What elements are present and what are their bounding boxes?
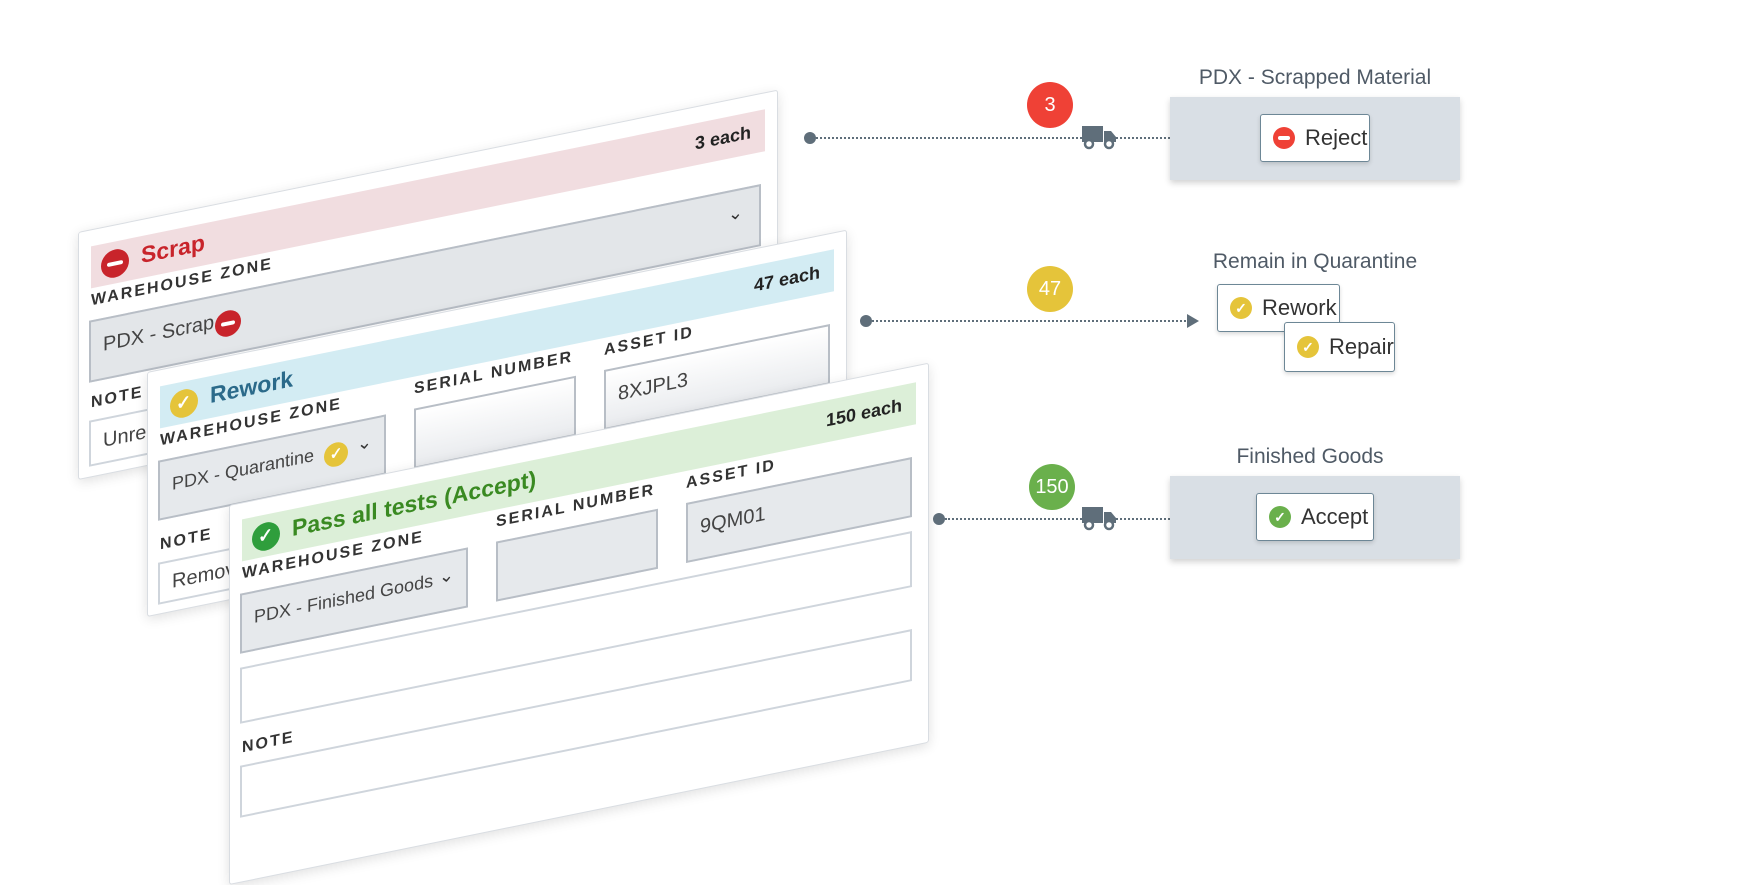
note-value: Remov <box>172 558 236 593</box>
repair-chip[interactable]: ✓ Repair <box>1284 322 1395 372</box>
verified-badge-icon: ✓ <box>1230 297 1252 319</box>
verified-badge-icon: ✓ <box>170 386 198 421</box>
accept-chip-label: Accept <box>1301 504 1369 529</box>
scrap-quantity: 3 each <box>694 122 751 154</box>
scrap-icon <box>101 246 129 281</box>
rework-flow-start-dot <box>860 315 872 327</box>
truck-icon <box>1082 507 1116 531</box>
note-label: NOTE <box>242 728 295 757</box>
rework-chip-label: Rework <box>1262 295 1337 320</box>
rework-count-badge: 47 <box>1027 266 1073 312</box>
reject-label: Reject <box>1305 125 1368 150</box>
scrap-title: Scrap <box>141 229 205 269</box>
scrapped-material-title: PDX - Scrapped Material <box>1198 66 1432 89</box>
arrow-right-icon <box>1187 314 1199 328</box>
repair-chip-label: Repair <box>1329 334 1394 359</box>
finished-goods-title: Finished Goods <box>1236 445 1384 468</box>
rework-quantity: 47 each <box>753 262 820 296</box>
note-label: NOTE <box>91 383 144 412</box>
accept-flow-start-dot <box>933 513 945 525</box>
verified-badge-icon: ✓ <box>324 440 348 469</box>
rework-title: Rework <box>210 365 294 409</box>
accept-quantity: 150 each <box>825 395 902 431</box>
finished-goods-panel: ✓ Accept <box>1170 476 1460 559</box>
asset-id-value: 8XJPL3 <box>618 368 689 406</box>
warehouse-zone-value: PDX - Scrap <box>103 311 215 356</box>
rework-flow-line <box>872 320 1186 322</box>
verified-badge-icon: ✓ <box>1297 336 1319 358</box>
scrap-count-badge: 3 <box>1027 82 1073 128</box>
scrap-flow-start-dot <box>804 132 816 144</box>
chevron-down-icon[interactable]: ⌄ <box>356 431 372 455</box>
accept-flow-line <box>945 518 1186 520</box>
warehouse-zone-value: PDX - Quarantine <box>172 445 315 494</box>
scrap-flow-line <box>816 137 1186 139</box>
asset-id-value: 9QM01 <box>700 502 766 539</box>
truck-icon <box>1082 126 1116 150</box>
accept-chip[interactable]: ✓ Accept <box>1256 493 1374 541</box>
check-circle-icon: ✓ <box>1269 506 1291 528</box>
scrap-zone-icon <box>215 307 241 340</box>
accept-count-badge: 150 <box>1029 464 1075 510</box>
reject-chip[interactable]: Reject <box>1260 114 1370 162</box>
chevron-down-icon[interactable]: ⌄ <box>727 201 743 225</box>
warehouse-zone-value: PDX - Finished Goods <box>254 570 434 627</box>
note-label: NOTE <box>160 525 213 554</box>
check-circle-icon: ✓ <box>252 519 280 554</box>
quarantine-title: Remain in Quarantine <box>1212 250 1418 273</box>
minus-circle-icon <box>1273 127 1295 149</box>
scrapped-material-panel: Reject <box>1170 97 1460 180</box>
chevron-down-icon[interactable]: ⌄ <box>438 564 454 588</box>
